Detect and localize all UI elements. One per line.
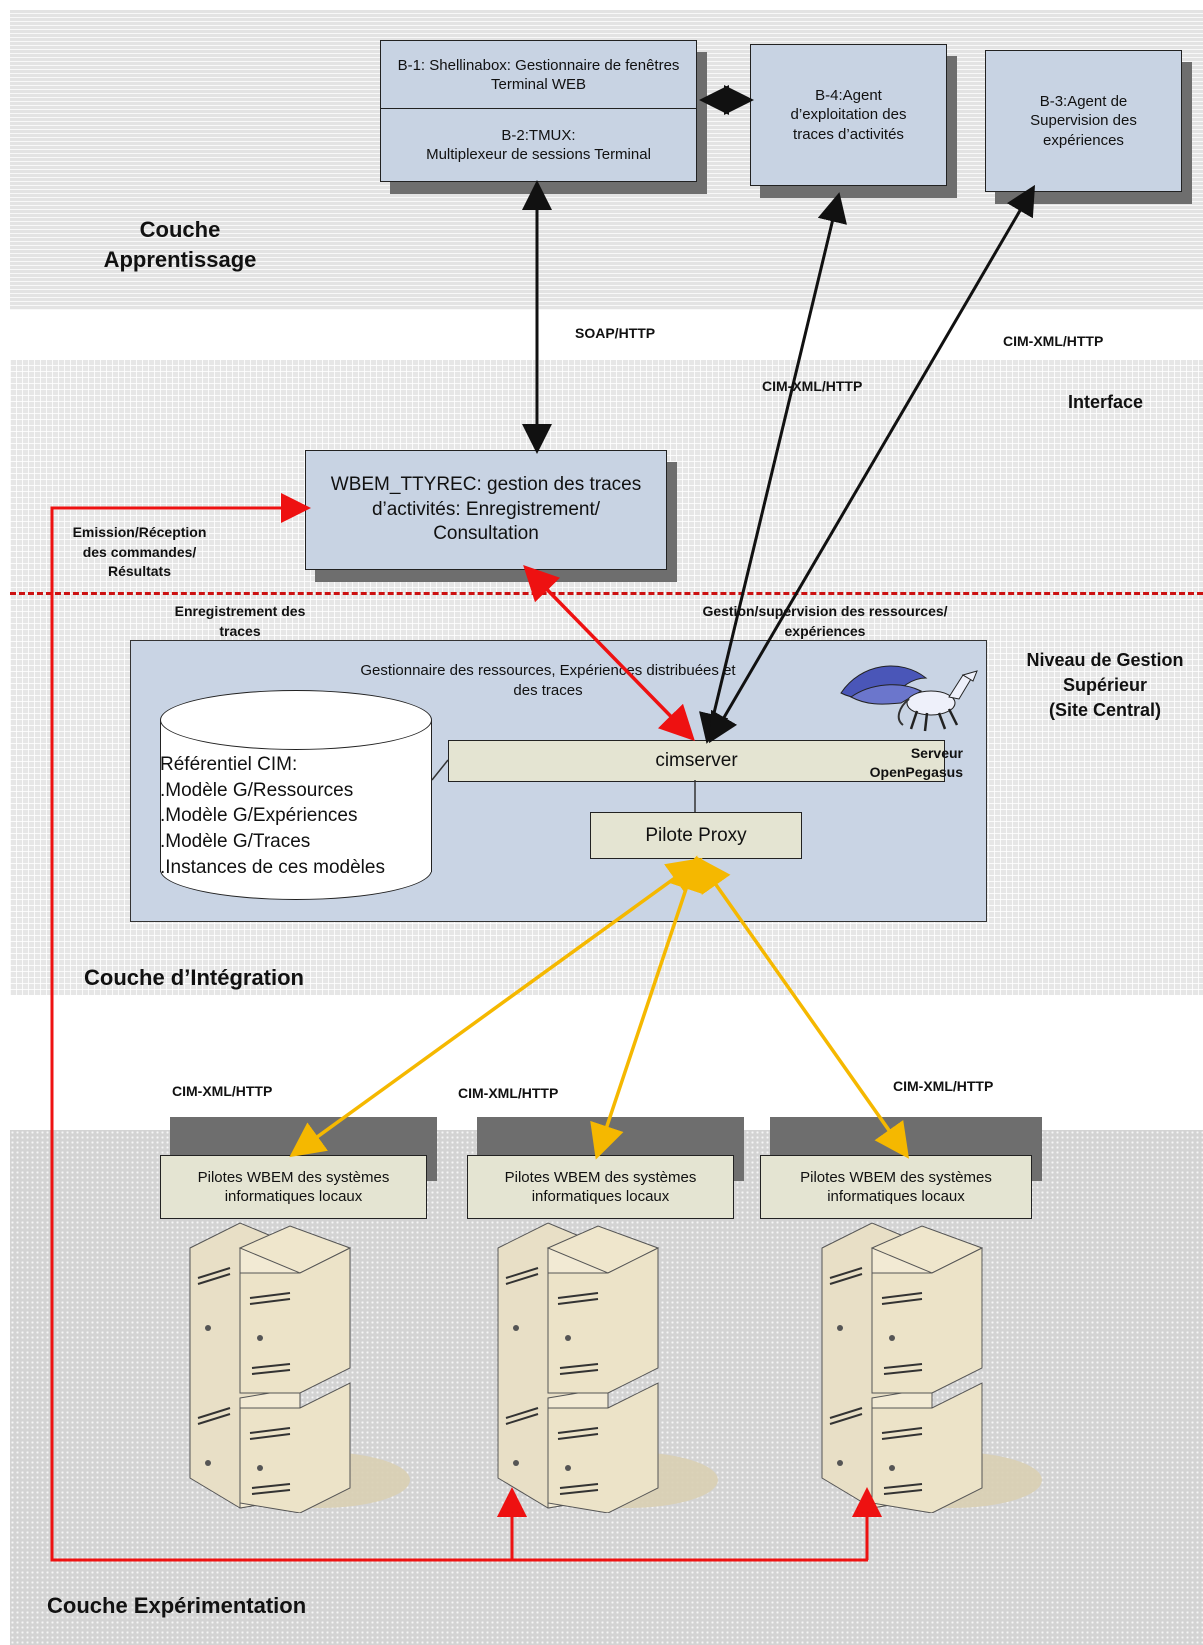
protocol-cim-xml-right: CIM-XML/HTTP <box>893 1078 994 1094</box>
pegasus-logo-icon <box>840 665 978 732</box>
protocol-cim-xml-left: CIM-XML/HTTP <box>172 1083 273 1099</box>
wbem-ttyrec-box: WBEM_TTYREC: gestion des traces d’activi… <box>305 450 667 570</box>
agent-traces-label: B-4:Agent d’exploitation des traces d’ac… <box>790 86 907 143</box>
shellinabox-label: B-1: Shellinabox: Gestionnaire de fenêtr… <box>397 56 680 94</box>
layer-label-niveau-gestion: Niveau de Gestion Supérieur (Site Centra… <box>1026 650 1184 721</box>
local-pilots-box-1: Pilotes WBEM des systèmes informatiques … <box>160 1155 427 1219</box>
cim-repository-label: Référentiel CIM: .Modèle G/Ressources .M… <box>160 754 385 878</box>
agent-traces-box: B-4:Agent d’exploitation des traces d’ac… <box>750 44 947 186</box>
pilote-proxy-box: Pilote Proxy <box>590 812 802 859</box>
pilote-proxy-label: Pilote Proxy <box>645 824 747 846</box>
cim-repository-cylinder: Référentiel CIM: .Modèle G/Ressources .M… <box>160 690 432 902</box>
protocol-soap-http: SOAP/HTTP <box>575 325 656 341</box>
layer-label-apprentissage: Couche Apprentissage <box>103 217 257 272</box>
interface-divider <box>10 592 1203 595</box>
server-rack-icon-2 <box>497 1222 718 1513</box>
protocol-cim-xml-b3: CIM-XML/HTTP <box>1003 333 1104 349</box>
tmux-label: B-2:TMUX: Multiplexeur de sessions Termi… <box>426 126 651 164</box>
local-pilots-box-2: Pilotes WBEM des systèmes informatiques … <box>467 1155 734 1219</box>
layer-label-experimentation: Couche Expérimentation <box>47 1593 307 1618</box>
server-rack-icon-3 <box>821 1222 1042 1513</box>
server-rack-icon-1 <box>189 1222 410 1513</box>
protocol-cim-xml-mid: CIM-XML/HTTP <box>458 1085 559 1101</box>
annotation-emission-reception: Emission/Réception des commandes/ Résult… <box>72 524 207 580</box>
shellinabox-box: B-1: Shellinabox: Gestionnaire de fenêtr… <box>380 40 697 110</box>
local-pilots-label-1: Pilotes WBEM des systèmes informatiques … <box>197 1168 390 1206</box>
cimserver-label: cimserver <box>655 750 738 771</box>
local-pilots-label-3: Pilotes WBEM des systèmes informatiques … <box>800 1168 992 1206</box>
local-pilots-box-3: Pilotes WBEM des systèmes informatiques … <box>760 1155 1032 1219</box>
protocol-cim-xml-b4: CIM-XML/HTTP <box>762 378 863 394</box>
annotation-enregistrement: Enregistrement des traces <box>174 603 306 639</box>
openpegasus-server-label: Serveur OpenPegasus <box>869 745 963 780</box>
tmux-box: B-2:TMUX: Multiplexeur de sessions Termi… <box>380 108 697 182</box>
layer-label-integration: Couche d’Intégration <box>84 965 304 990</box>
layer-label-interface: Interface <box>1068 392 1144 412</box>
agent-supervision-label: B-3:Agent de Supervision des expériences <box>1030 92 1137 149</box>
annotation-gestion-supervision: Gestion/supervision des ressources/ expé… <box>702 603 948 639</box>
agent-supervision-box: B-3:Agent de Supervision des expériences <box>985 50 1182 192</box>
wbem-ttyrec-label: WBEM_TTYREC: gestion des traces d’activi… <box>330 473 642 545</box>
local-pilots-label-2: Pilotes WBEM des systèmes informatiques … <box>504 1168 697 1206</box>
